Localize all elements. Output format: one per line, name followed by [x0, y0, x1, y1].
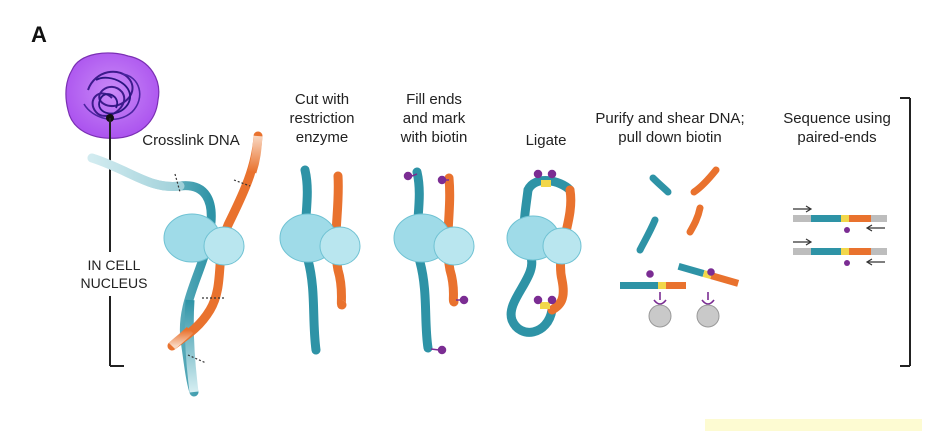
step-label-sequence: Sequence using paired-ends — [783, 110, 891, 146]
step-label-ligate: Ligate — [525, 132, 567, 149]
step-sequence-graphic — [793, 205, 887, 266]
highlight-box — [705, 419, 922, 431]
sequence-bracket — [900, 97, 911, 367]
step-label-cut: Cut with restriction enzyme — [289, 91, 355, 146]
step-biotin-graphic — [393, 167, 475, 355]
step-label-biotin: Fill ends and mark with biotin — [400, 91, 468, 146]
read-pair-2 — [793, 238, 887, 266]
nucleus-bracket — [109, 118, 124, 367]
step-cut-graphic — [279, 165, 361, 355]
step-shear-graphic — [620, 166, 740, 328]
step-ligate-graphic — [506, 169, 582, 337]
step-label-crosslink: Crosslink DNA — [142, 132, 240, 149]
in-cell-nucleus-label: IN CELL NUCLEUS — [80, 257, 148, 291]
panel-letter: A — [31, 22, 47, 47]
step-crosslink-graphic — [87, 131, 263, 397]
read-pair-1 — [793, 205, 887, 233]
cell-nucleus — [65, 52, 160, 139]
step-label-shear: Purify and shear DNA; pull down biotin — [595, 110, 745, 146]
